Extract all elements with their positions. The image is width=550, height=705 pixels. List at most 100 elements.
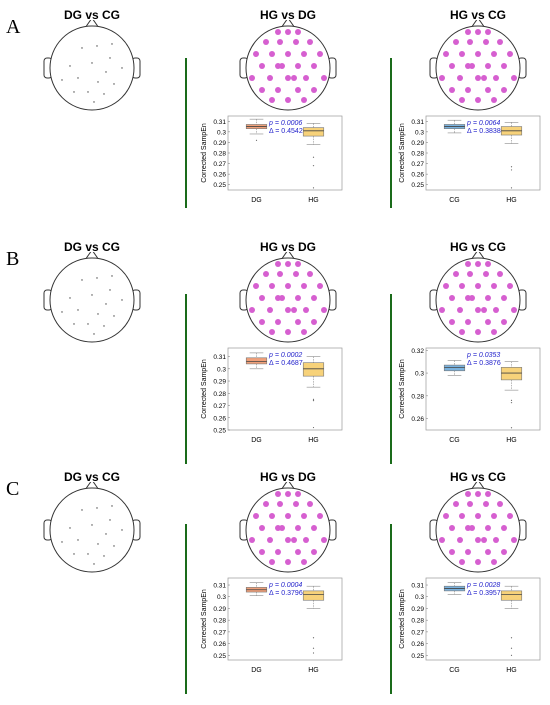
electrode-dot — [311, 549, 317, 555]
y-tick-label: 0.3 — [217, 129, 226, 136]
scalp-map-svg — [43, 482, 141, 573]
group-divider — [185, 524, 187, 694]
y-tick-label: 0.3 — [217, 594, 226, 601]
y-tick-label: 0.27 — [213, 161, 226, 168]
scalp — [49, 257, 135, 343]
p-value-annotation: p = 0.0353 — [466, 352, 500, 359]
x-tick-label: CG — [449, 437, 460, 444]
electrode-point — [121, 299, 123, 301]
electrode-dot — [501, 295, 507, 301]
outlier-point — [312, 426, 315, 429]
x-tick-label: HG — [308, 667, 319, 674]
electrode-point — [93, 333, 95, 335]
electrode-dot — [439, 75, 445, 81]
electrode-dot — [259, 549, 265, 555]
x-tick-label: CG — [449, 667, 460, 674]
scalp-map — [229, 482, 347, 582]
y-tick-label: 0.3 — [217, 366, 226, 373]
electrode-dot — [459, 97, 465, 103]
electrode-dot — [497, 39, 503, 45]
group-divider — [185, 58, 187, 208]
electrode-dot — [277, 501, 283, 507]
electrode-point — [61, 311, 63, 313]
electrode-point — [105, 533, 107, 535]
electrode-dot — [483, 271, 489, 277]
scalp-map-svg — [239, 482, 337, 573]
electrode-dot — [267, 75, 273, 81]
y-axis-label: Corrected SampEn — [399, 589, 406, 649]
electrode-dot — [491, 283, 497, 289]
electrode-point — [69, 65, 71, 67]
electrode-dot — [259, 87, 265, 93]
electrode-dot — [483, 501, 489, 507]
electrode-dot — [301, 283, 307, 289]
scalp-map-svg — [43, 20, 141, 111]
panel-letter: C — [6, 478, 20, 500]
y-tick-label: 0.3 — [415, 129, 424, 136]
electrode-point — [105, 71, 107, 73]
electrode-dot — [295, 295, 301, 301]
p-value-annotation: p = 0.0002 — [268, 352, 302, 359]
electrode-dot — [485, 261, 491, 267]
electrode-dot — [301, 97, 307, 103]
electrode-dot — [475, 97, 481, 103]
electrode-dot — [285, 97, 291, 103]
electrode-dot — [475, 329, 481, 335]
electrode-dot — [295, 491, 301, 497]
electrode-dot — [449, 63, 455, 69]
electrode-point — [121, 67, 123, 69]
scalp-map-svg — [429, 252, 527, 343]
panel-letter: A — [6, 16, 21, 38]
electrode-point — [73, 91, 75, 93]
electrode-point — [77, 539, 79, 541]
electrode-dot — [475, 491, 481, 497]
y-tick-label: 0.31 — [411, 583, 424, 590]
group-divider — [390, 294, 392, 464]
electrode-dot — [249, 307, 255, 313]
electrode-dot — [475, 307, 481, 313]
y-tick-label: 0.29 — [213, 379, 226, 386]
scalp-map — [419, 20, 537, 120]
electrode-dot — [457, 307, 463, 313]
electrode-dot — [301, 513, 307, 519]
electrode-dot — [491, 513, 497, 519]
electrode-dot — [311, 63, 317, 69]
scalp-map-svg — [429, 20, 527, 111]
outlier-point — [510, 187, 513, 189]
y-tick-label: 0.28 — [411, 393, 424, 400]
electrode-dot — [459, 513, 465, 519]
delta-annotation: Δ = 0.3796 — [269, 590, 303, 597]
electrode-dot — [279, 63, 285, 69]
electrode-dot — [307, 271, 313, 277]
boxplot-svg: Corrected SampEn0.250.260.270.280.290.30… — [399, 577, 541, 674]
y-tick-label: 0.28 — [411, 618, 424, 625]
scalp-map-svg — [239, 252, 337, 343]
scalp — [435, 257, 521, 343]
electrode-dot — [317, 513, 323, 519]
y-axis-label: Corrected SampEn — [201, 123, 208, 183]
electrode-point — [96, 277, 98, 279]
y-tick-label: 0.27 — [213, 629, 226, 636]
boxplot-svg: Corrected SampEn0.250.260.270.280.290.30… — [201, 115, 343, 204]
electrode-point — [91, 294, 93, 296]
scalp — [245, 25, 331, 111]
y-axis-label: Corrected SampEn — [399, 359, 406, 419]
outlier-point — [510, 647, 513, 649]
y-tick-label: 0.28 — [213, 391, 226, 398]
electrode-point — [93, 101, 95, 103]
scalp-map — [419, 482, 537, 582]
electrode-dot — [493, 307, 499, 313]
electrode-dot — [285, 329, 291, 335]
outlier-point — [312, 398, 315, 401]
y-tick-label: 0.31 — [213, 119, 226, 126]
electrode-dot — [285, 537, 291, 543]
x-tick-label: DG — [251, 437, 262, 444]
electrode-point — [73, 553, 75, 555]
electrode-dot — [293, 501, 299, 507]
electrode-dot — [481, 537, 487, 543]
scalp-map-svg — [239, 20, 337, 111]
box-CG — [443, 364, 466, 372]
y-tick-label: 0.28 — [213, 151, 226, 158]
